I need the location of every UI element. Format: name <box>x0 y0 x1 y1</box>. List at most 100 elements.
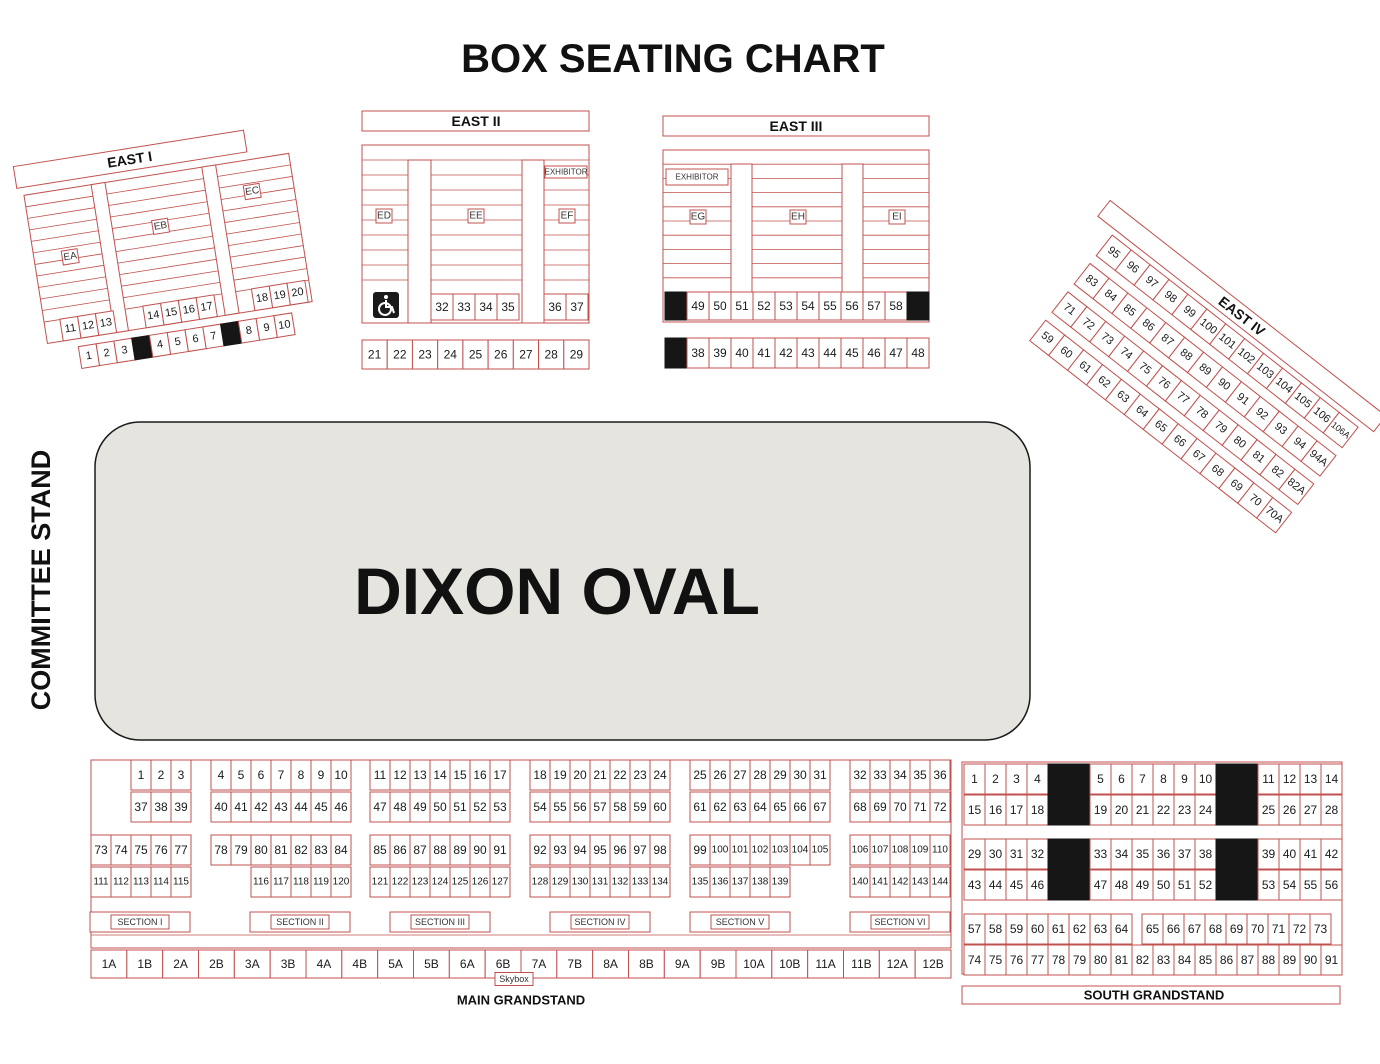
main-box-26[interactable]: 26 <box>709 759 731 791</box>
south-box-57[interactable]: 57 <box>963 913 986 945</box>
south-box-63[interactable]: 63 <box>1089 913 1112 945</box>
east-iii-box-38[interactable]: 38 <box>686 337 710 369</box>
main-box-81[interactable]: 81 <box>270 834 292 866</box>
east-i-box-2[interactable]: 2 <box>95 340 118 367</box>
south-box-49[interactable]: 49 <box>1131 869 1154 901</box>
east-iv-box-105[interactable]: 105 <box>1284 382 1321 419</box>
south-box-37[interactable]: 37 <box>1173 838 1196 870</box>
main-box-131[interactable]: 131 <box>589 866 611 898</box>
main-box-92[interactable]: 92 <box>529 834 551 866</box>
east-iv-box-98[interactable]: 98 <box>1152 278 1189 316</box>
east-ii-box-28[interactable]: 28 <box>538 339 565 370</box>
main-box-135[interactable]: 135 <box>689 866 711 898</box>
main-box-5[interactable]: 5 <box>230 759 252 791</box>
main-rail-box-11B[interactable]: 11B <box>843 949 880 979</box>
main-box-62[interactable]: 62 <box>709 791 731 823</box>
main-box-143[interactable]: 143 <box>909 866 931 898</box>
south-box-19[interactable]: 19 <box>1089 794 1112 826</box>
east-iv-box-99[interactable]: 99 <box>1171 293 1208 331</box>
main-rail-box-6A[interactable]: 6A <box>448 949 486 979</box>
south-box-60[interactable]: 60 <box>1026 913 1049 945</box>
south-box-30[interactable]: 30 <box>984 838 1007 870</box>
main-box-43[interactable]: 43 <box>270 791 292 823</box>
main-box-31[interactable]: 31 <box>809 759 831 791</box>
east-iv-box-68[interactable]: 68 <box>1199 452 1236 490</box>
east-i-box-12[interactable]: 12 <box>77 313 100 339</box>
east-iv-box-67[interactable]: 67 <box>1180 437 1217 475</box>
south-box-25[interactable]: 25 <box>1257 794 1280 826</box>
main-box-94[interactable]: 94 <box>569 834 591 866</box>
south-box-62[interactable]: 62 <box>1068 913 1091 945</box>
south-box-41[interactable]: 41 <box>1299 838 1322 870</box>
main-box-120[interactable]: 120 <box>330 866 352 898</box>
main-box-72[interactable]: 72 <box>929 791 951 823</box>
east-ii-box-25[interactable]: 25 <box>462 339 489 370</box>
south-box-55[interactable]: 55 <box>1299 869 1322 901</box>
main-box-10[interactable]: 10 <box>330 759 352 791</box>
main-box-98[interactable]: 98 <box>649 834 671 866</box>
south-box-23[interactable]: 23 <box>1173 794 1196 826</box>
east-iv-box-106A[interactable]: 106A <box>1322 411 1359 449</box>
south-box-9[interactable]: 9 <box>1173 763 1196 795</box>
main-box-29[interactable]: 29 <box>769 759 791 791</box>
south-box-58[interactable]: 58 <box>984 913 1007 945</box>
main-box-3[interactable]: 3 <box>170 759 192 791</box>
main-box-140[interactable]: 140 <box>849 866 871 898</box>
main-box-73[interactable]: 73 <box>90 834 112 866</box>
south-box-56[interactable]: 56 <box>1320 869 1343 901</box>
main-box-38[interactable]: 38 <box>150 791 172 823</box>
main-box-76[interactable]: 76 <box>150 834 172 866</box>
east-iii-box-40[interactable]: 40 <box>730 337 754 369</box>
main-rail-box-9A[interactable]: 9A <box>663 949 701 979</box>
east-iii-box-39[interactable]: 39 <box>708 337 732 369</box>
main-box-108[interactable]: 108 <box>889 834 911 866</box>
main-box-122[interactable]: 122 <box>389 866 411 898</box>
east-iii-box-44[interactable]: 44 <box>818 337 842 369</box>
south-box-88[interactable]: 88 <box>1257 944 1280 976</box>
east-iv-box-86[interactable]: 86 <box>1130 307 1167 344</box>
main-rail-box-2A[interactable]: 2A <box>162 949 200 979</box>
east-iii-box-43[interactable]: 43 <box>796 337 820 369</box>
main-box-96[interactable]: 96 <box>609 834 631 866</box>
south-box-28[interactable]: 28 <box>1320 794 1343 826</box>
main-rail-box-12B[interactable]: 12B <box>914 949 952 979</box>
east-iv-box-92[interactable]: 92 <box>1243 395 1280 433</box>
main-box-12[interactable]: 12 <box>389 759 411 791</box>
south-box-78[interactable]: 78 <box>1047 944 1070 976</box>
main-box-59[interactable]: 59 <box>629 791 651 823</box>
main-box-68[interactable]: 68 <box>849 791 871 823</box>
main-rail-box-1B[interactable]: 1B <box>126 949 164 979</box>
main-box-42[interactable]: 42 <box>250 791 272 823</box>
east-iv-box-96[interactable]: 96 <box>1114 249 1151 286</box>
east-iv-box-63[interactable]: 63 <box>1104 378 1142 416</box>
east-iv-box-90[interactable]: 90 <box>1205 366 1243 403</box>
main-box-15[interactable]: 15 <box>449 759 471 791</box>
main-box-115[interactable]: 115 <box>170 866 192 898</box>
main-box-83[interactable]: 83 <box>310 834 332 866</box>
south-box-70[interactable]: 70 <box>1246 913 1269 945</box>
south-box-36[interactable]: 36 <box>1152 838 1175 870</box>
main-box-80[interactable]: 80 <box>250 834 272 866</box>
east-iv-box-69[interactable]: 69 <box>1218 467 1255 504</box>
east-iii-box-49[interactable]: 49 <box>686 291 710 321</box>
main-box-137[interactable]: 137 <box>729 866 751 898</box>
east-iii-box-53[interactable]: 53 <box>774 291 798 321</box>
east-ii-box-32[interactable]: 32 <box>430 293 454 321</box>
main-rail-box-1A[interactable]: 1A <box>90 949 128 979</box>
south-box-27[interactable]: 27 <box>1299 794 1322 826</box>
east-i-box-17[interactable]: 17 <box>195 294 218 320</box>
main-box-138[interactable]: 138 <box>749 866 771 898</box>
main-box-107[interactable]: 107 <box>869 834 891 866</box>
main-box-123[interactable]: 123 <box>409 866 431 898</box>
main-box-47[interactable]: 47 <box>369 791 391 823</box>
main-box-44[interactable]: 44 <box>290 791 312 823</box>
east-ii-box-34[interactable]: 34 <box>474 293 498 321</box>
south-box-53[interactable]: 53 <box>1257 869 1280 901</box>
main-rail-box-4A[interactable]: 4A <box>305 949 343 979</box>
south-box-10[interactable]: 10 <box>1194 763 1217 795</box>
main-rail-box-8A[interactable]: 8A <box>592 949 630 979</box>
south-box-39[interactable]: 39 <box>1257 838 1280 870</box>
south-box-1[interactable]: 1 <box>963 763 986 795</box>
east-iv-box-82A[interactable]: 82A <box>1278 468 1315 506</box>
main-box-85[interactable]: 85 <box>369 834 391 866</box>
